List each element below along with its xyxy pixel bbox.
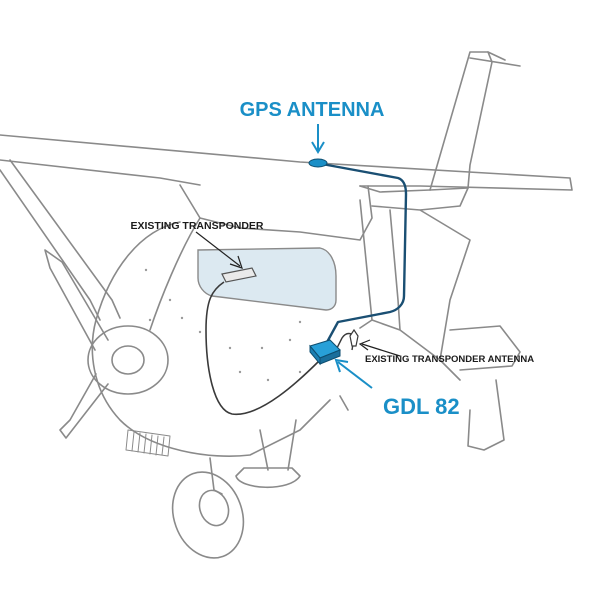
rivet-dots — [144, 268, 302, 382]
vertical-stabilizer — [429, 51, 493, 191]
transponder-box-icon — [221, 267, 257, 283]
transponder-antenna-arrow — [358, 339, 401, 357]
wing-strut — [0, 159, 121, 321]
rear-fuselage — [371, 187, 471, 381]
aircraft-outline — [0, 51, 573, 559]
existing-transponder-label: EXISTING TRANSPONDER — [130, 220, 263, 232]
wing-leading-edge — [0, 159, 201, 186]
gdl82-unit-icon — [309, 339, 341, 366]
transponder-arrow — [195, 231, 243, 269]
propeller-spinner — [87, 325, 169, 395]
transponder-cable — [205, 281, 321, 415]
existing-transponder-antenna-label: EXISTING TRANSPONDER ANTENNA — [365, 354, 534, 365]
nose-wheel-hub — [198, 489, 230, 527]
door-frame — [359, 199, 373, 329]
gdl82-label: GDL 82 — [383, 394, 460, 419]
transponder-antenna-icon — [349, 328, 359, 347]
gps-antenna-cable — [321, 162, 408, 345]
spinner-center — [111, 345, 145, 375]
gps-antenna-arrow — [311, 124, 325, 154]
gps-antenna-label: GPS ANTENNA — [240, 99, 385, 121]
main-gear-fairing — [235, 467, 301, 489]
air-inlet-grille — [125, 429, 171, 457]
cowling-top — [149, 217, 201, 331]
tail-rudder-line — [469, 51, 521, 67]
engine-cowling — [91, 221, 331, 458]
nose-wheel — [171, 471, 245, 559]
main-gear-leg — [259, 419, 297, 471]
horizontal-stabilizer — [449, 325, 521, 451]
gdl82-arrow — [334, 358, 373, 389]
propeller-blade-upper — [44, 249, 109, 351]
cabin-window — [197, 247, 337, 311]
tail-tiedown — [339, 395, 349, 411]
wing-outline — [0, 134, 573, 191]
rear-fuselage-lower — [371, 209, 441, 361]
gps-antenna-icon — [308, 158, 328, 168]
propeller-blade-lower — [59, 373, 109, 439]
